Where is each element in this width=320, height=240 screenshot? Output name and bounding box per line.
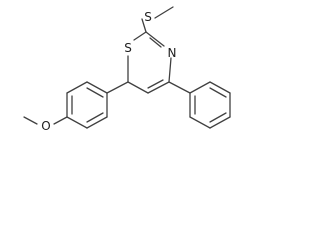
atom-label-s-methylthio: S [144,10,152,24]
bond-c5-c6 [127,81,149,94]
bond-c6-aryl [106,81,129,94]
bond-c4-c5 [147,81,170,94]
atom-label-o-methoxy: O [41,119,50,133]
bond-ph-3-inner [209,112,227,123]
bond-mp-5 [86,116,108,129]
bond-mp-o [53,116,68,125]
bond-mp-1-inner [86,87,104,98]
bond-ph-5 [209,81,231,94]
bond-ph-6 [189,81,211,94]
bond-s-c2 [141,18,147,33]
chemical-structure-diagram: S S N O [23,6,231,133]
bond-mp-1 [86,81,108,94]
bond-mp-5-inner [86,112,104,123]
bond-ph-5-inner [209,87,227,98]
bond-c2-n3 [145,31,165,47]
bond-mp-2 [66,81,88,94]
bond-ph-3 [209,116,231,129]
bond-c4-c5-double [147,79,164,89]
bond-c2-n3-double [149,37,162,48]
bond-methyl-s [154,6,174,19]
atom-labels: S S N O [41,10,176,133]
bond-c4-phenyl [168,81,191,94]
atom-label-s-ring: S [124,41,132,55]
bond-c2-s1 [133,31,147,41]
atom-label-n-ring: N [168,46,177,60]
bond-mp-4 [66,116,88,129]
bond-o-methyl [23,116,38,125]
bond-n3-c4 [168,57,172,83]
bonds [23,6,231,129]
bond-ph-2 [189,116,211,129]
